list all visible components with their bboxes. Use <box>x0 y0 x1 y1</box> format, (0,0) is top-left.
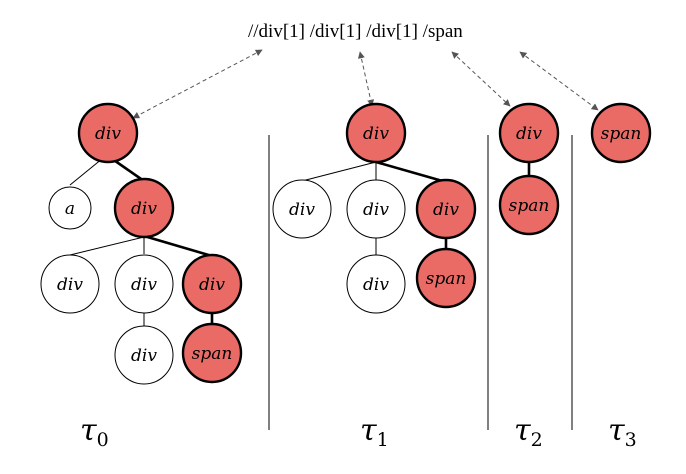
tree-node: div <box>272 179 332 239</box>
edge <box>69 236 145 256</box>
panel-labels: τ0 τ1 τ2 τ3 <box>80 413 637 451</box>
tree-node: div <box>346 254 406 314</box>
svg-text:div: div <box>289 200 315 220</box>
svg-text:div: div <box>363 124 389 144</box>
panel-label-tau1: τ1 <box>360 413 389 451</box>
svg-text:span: span <box>192 344 233 364</box>
svg-text:div: div <box>199 275 225 295</box>
svg-text:div: div <box>95 124 121 144</box>
arrow-to-tau2-root <box>451 51 511 107</box>
svg-text:div: div <box>131 199 157 219</box>
tree-node-highlighted: span <box>498 174 560 236</box>
edge <box>301 161 377 182</box>
svg-text:div: div <box>131 346 157 366</box>
tree-node-highlighted: div <box>113 177 175 239</box>
tree-node: div <box>40 254 100 314</box>
svg-text:div: div <box>516 124 542 144</box>
svg-text:div: div <box>57 275 83 295</box>
tree-node: div <box>114 254 174 314</box>
svg-text:span: span <box>426 269 467 289</box>
xpath-arrows <box>132 49 599 119</box>
svg-text:div: div <box>131 275 157 295</box>
tree-node-root: span <box>590 102 652 164</box>
edge-highlight <box>375 160 447 184</box>
svg-text:div: div <box>363 275 389 295</box>
panel-separators <box>268 135 573 430</box>
tree-node-root: div <box>345 102 407 164</box>
tree-tau2: div span <box>498 102 560 236</box>
tree-node: a <box>48 186 92 230</box>
tree-node: div <box>114 325 174 385</box>
tree-node-highlighted: span <box>181 322 243 384</box>
svg-text:span: span <box>509 196 550 216</box>
xpath-expression: //div[1] /div[1] /div[1] /span <box>248 21 463 42</box>
tree-node-root: div <box>498 102 560 164</box>
panel-label-tau3: τ3 <box>608 413 637 451</box>
tree-node-highlighted: div <box>181 253 243 315</box>
svg-text:div: div <box>363 200 389 220</box>
tree-node-root: div <box>77 102 139 164</box>
svg-text:span: span <box>601 124 642 144</box>
tree-node: div <box>346 179 406 239</box>
panel-label-tau2: τ2 <box>514 413 543 451</box>
arrow-to-tau1-root <box>357 51 375 107</box>
edge-highlight <box>143 234 213 258</box>
panel-label-tau0: τ0 <box>80 413 109 451</box>
svg-text:a: a <box>65 199 75 219</box>
tree-tau1: div div div div div span <box>272 102 477 314</box>
svg-text:div: div <box>433 200 459 220</box>
tree-node-highlighted: div <box>415 178 477 240</box>
tree-tau0: div a div div div div div span <box>40 102 243 385</box>
tree-node-highlighted: span <box>415 247 477 309</box>
tree-tau3: span <box>590 102 652 164</box>
arrow-to-tau3-root <box>519 51 599 111</box>
arrow-to-tau0-root <box>132 49 263 119</box>
